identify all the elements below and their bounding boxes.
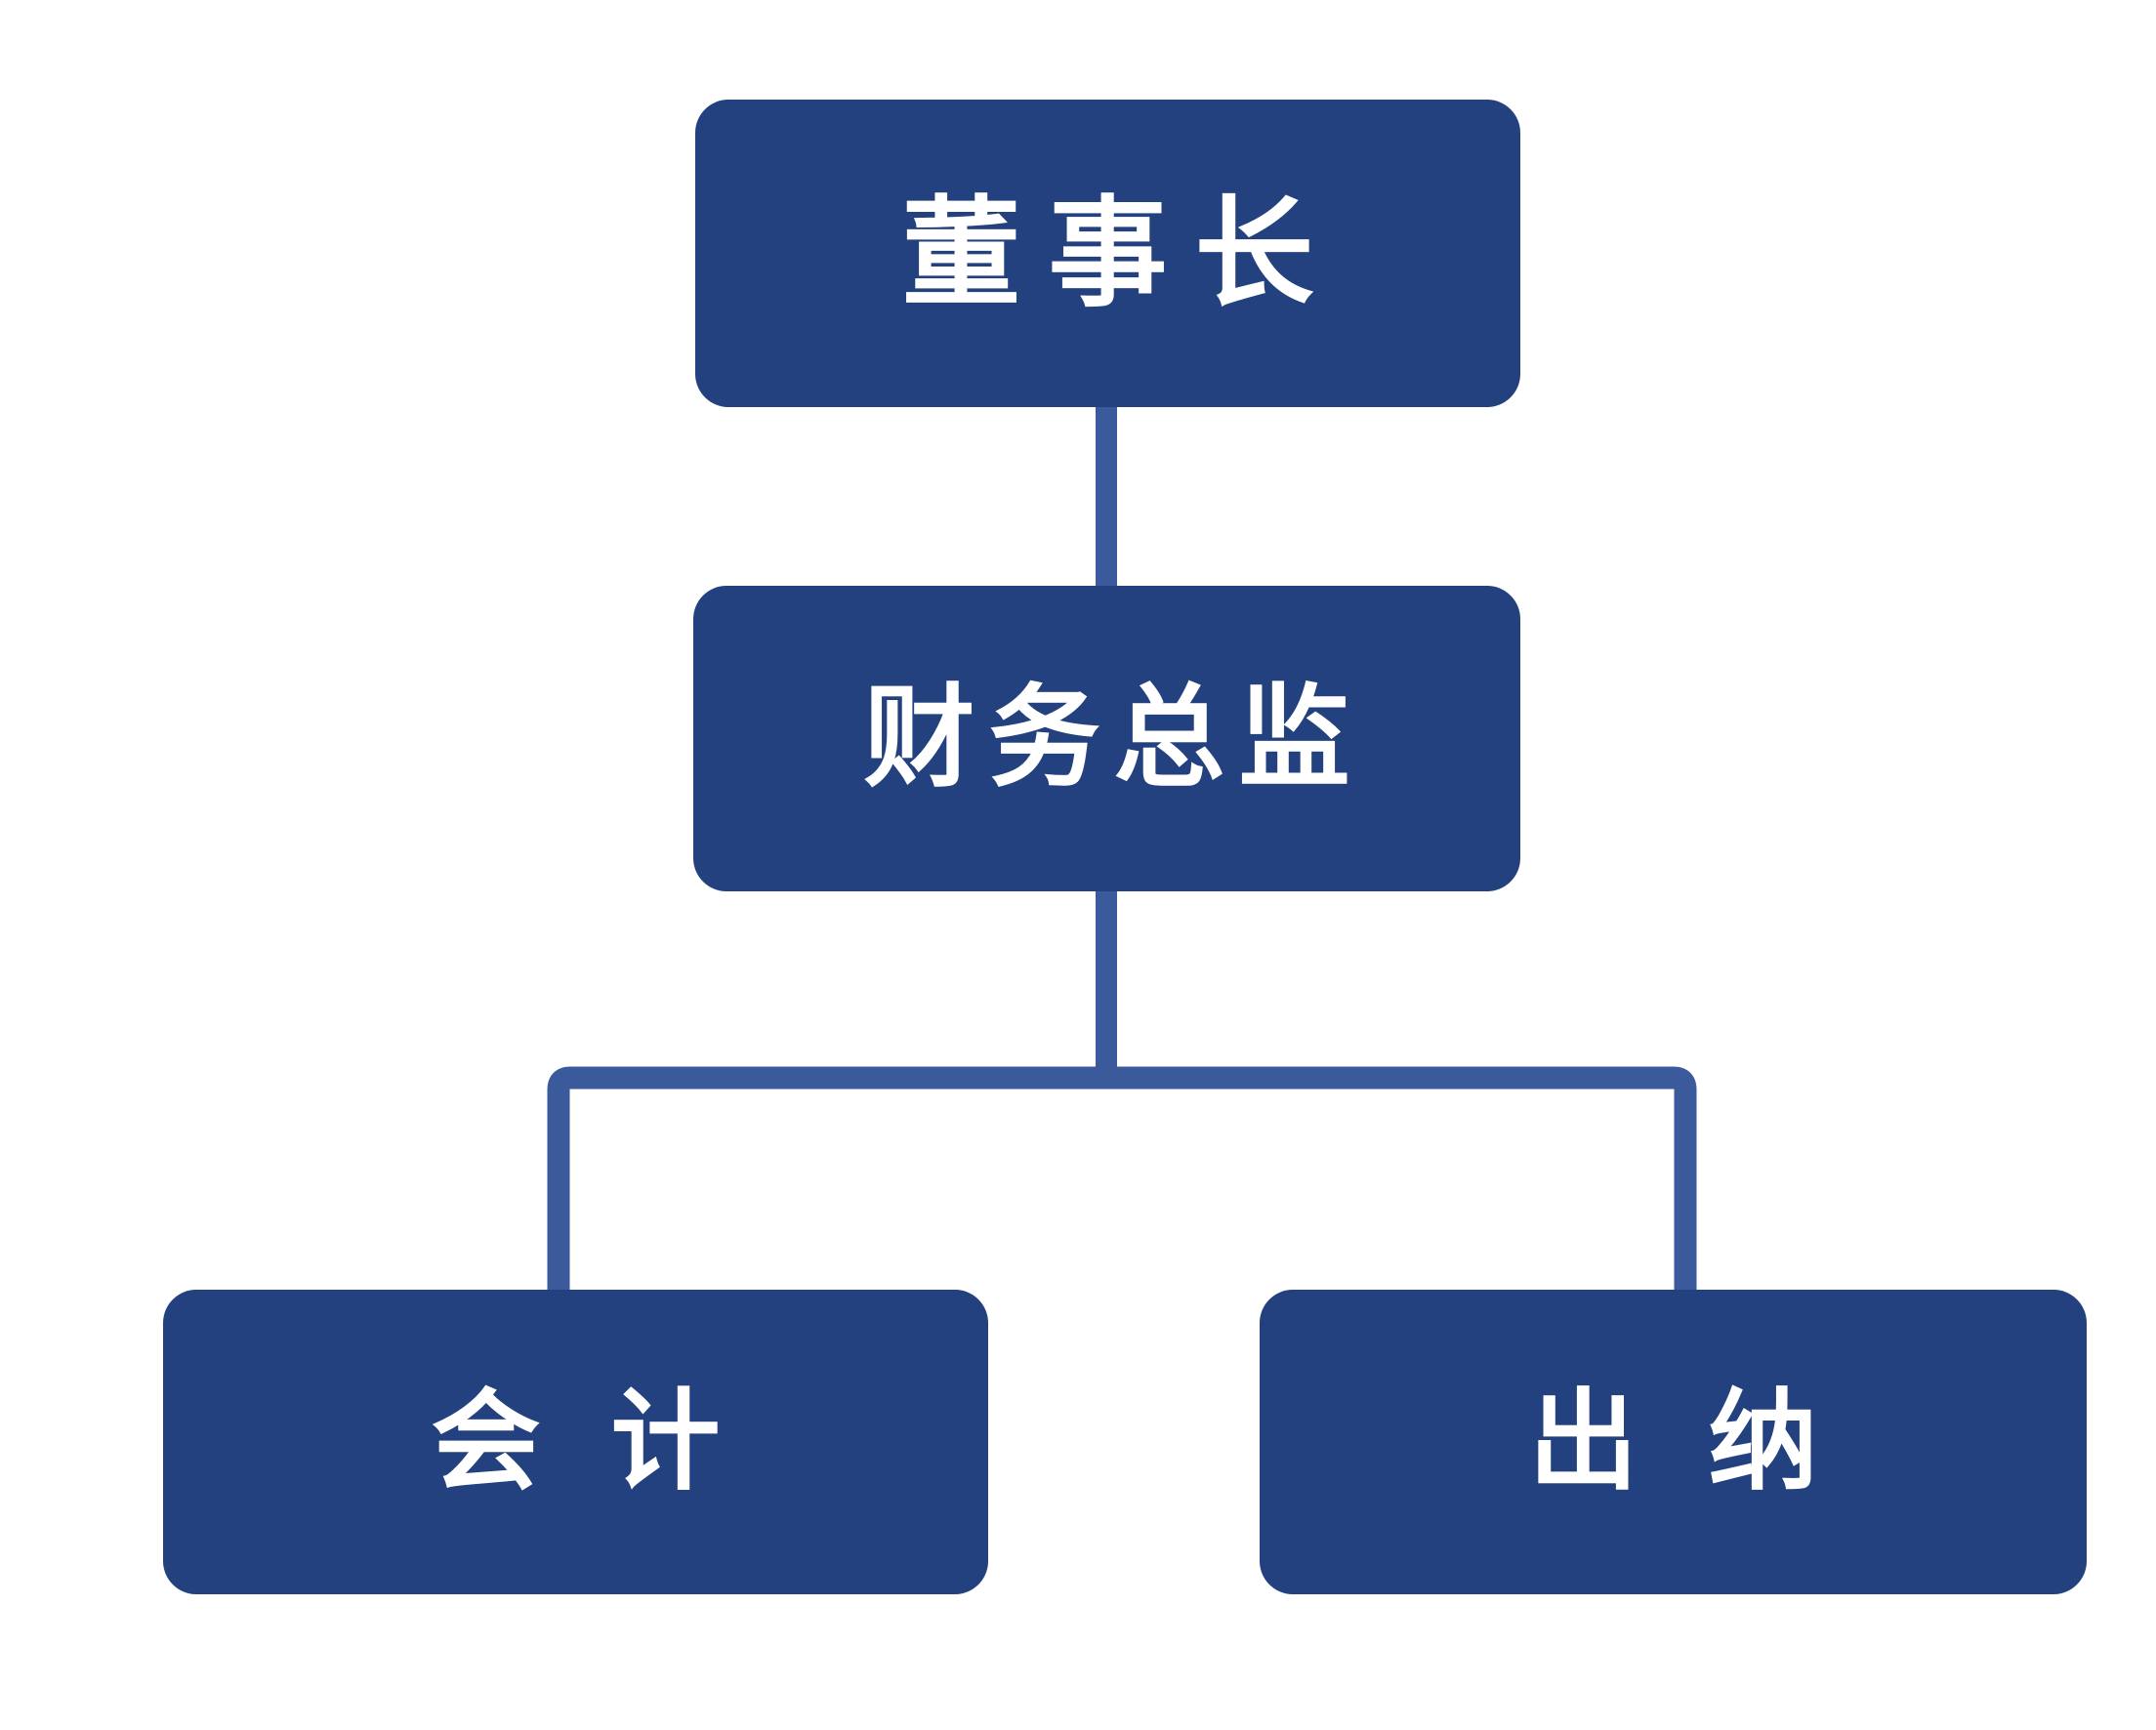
org-node-cfo[interactable]: 财务总监 — [693, 586, 1520, 891]
org-node-chairman-label: 董事长 — [901, 186, 1342, 320]
edge-cfo-cashier — [1106, 1066, 1697, 1308]
org-node-accountant-label: 会计 — [431, 1380, 791, 1503]
edge-cfo-accountant — [547, 1066, 1106, 1308]
org-node-cfo-label: 财务总监 — [863, 676, 1364, 801]
org-node-chairman[interactable]: 董事长 — [695, 100, 1520, 407]
org-node-cashier[interactable]: 出纳 — [1260, 1290, 2087, 1594]
org-node-accountant[interactable]: 会计 — [163, 1290, 988, 1594]
org-node-cashier-label: 出纳 — [1528, 1380, 1888, 1503]
